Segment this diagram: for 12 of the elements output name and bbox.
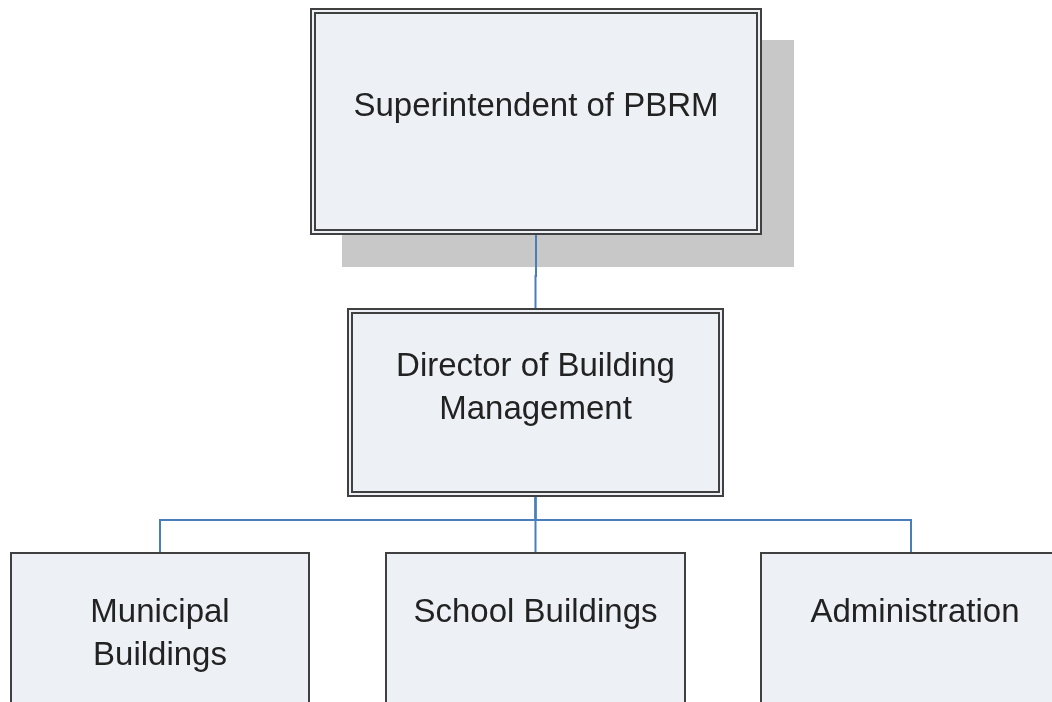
connector-line: [534, 496, 912, 553]
connector-line: [534, 234, 537, 309]
org-box: [760, 552, 1052, 702]
org-box: [10, 552, 310, 702]
role-title: Director of Building Management: [395, 344, 676, 428]
role-title: School Buildings: [412, 591, 659, 631]
org-box: [347, 308, 724, 497]
role-title: Superintendent of PBRM: [352, 85, 720, 126]
org-box: [385, 552, 686, 702]
role-title: Municipal Buildings: [89, 591, 231, 674]
org-box: [310, 8, 762, 235]
role-title: Administration: [809, 591, 1021, 631]
